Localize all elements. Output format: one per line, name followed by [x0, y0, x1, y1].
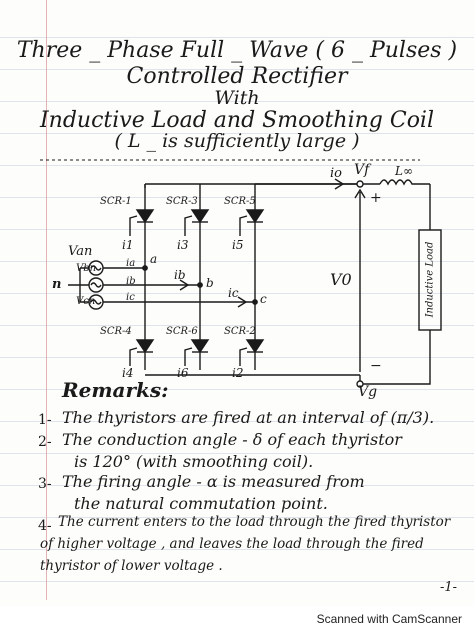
vbn-label: Vbn: [76, 263, 97, 274]
load-wire: [360, 184, 431, 385]
output-current-label: io: [330, 166, 342, 181]
title-line-5: ( L _ is sufficiently large ): [114, 130, 360, 152]
remark-3-line-2: the natural commutation point.: [74, 494, 328, 513]
leg-a: [135, 184, 155, 370]
inductor: [379, 179, 430, 186]
remark-3-number: 3-: [38, 476, 52, 492]
remark-4-line-1: The current enters to the load through t…: [58, 514, 451, 530]
node-a-label: a: [150, 252, 158, 266]
vg-label: Vg: [358, 384, 378, 400]
phase-current-ia: ia: [126, 258, 136, 269]
rectifier-circuit-diagram: [40, 159, 442, 388]
vcn-label: Vcn: [76, 296, 96, 307]
remark-1-number: 1-: [38, 412, 52, 428]
title-line-3: With: [214, 87, 260, 109]
leg-b: [190, 184, 210, 370]
load-label: Inductive Load: [424, 241, 436, 318]
title-line-1: Three _ Phase Full _ Wave ( 6 _ Pulses ): [16, 38, 458, 63]
page-number: -1-: [440, 580, 458, 595]
remark-4-line-3: thyristor of lower voltage .: [40, 558, 223, 574]
gate-i6-label: i6: [177, 366, 189, 380]
van-label: Van: [68, 244, 93, 259]
margin-line: [46, 0, 47, 600]
neutral-wire: [68, 267, 89, 303]
vo-label: V0: [330, 270, 352, 289]
scr-1-label: SCR-1: [100, 196, 132, 207]
remark-4-line-2: of higher voltage , and leaves the load …: [40, 536, 424, 552]
remark-2-number: 2-: [38, 434, 52, 450]
leg-c: [245, 184, 265, 370]
vf-label: Vf: [354, 162, 370, 178]
remark-4-number: 4-: [38, 518, 52, 534]
scr-3-label: SCR-3: [166, 196, 198, 207]
remark-3-line-1: The firing angle - α is measured from: [62, 472, 365, 491]
title-line-2: Controlled Rectifier: [126, 64, 348, 89]
scr-6-label: SCR-6: [166, 326, 198, 337]
line-current-ib: ib: [174, 268, 186, 282]
phase-current-ic: ic: [126, 292, 135, 303]
gate-arrows: [129, 215, 248, 366]
minus-sign: −: [370, 358, 382, 374]
scr-5-label: SCR-5: [224, 196, 256, 207]
scanner-watermark: Scanned with CamScanner: [316, 612, 462, 626]
neutral-label: n: [52, 277, 62, 292]
remark-2-line-2: is 120° (with smoothing coil).: [74, 452, 314, 471]
gate-i3-label: i3: [177, 238, 189, 252]
scanner-footer: [0, 606, 474, 632]
gate-i4-label: i4: [122, 366, 134, 380]
remark-2-line-1: The conduction angle - δ of each thyrist…: [62, 430, 402, 449]
io-arrow: [334, 178, 345, 190]
gate-i2-label: i2: [232, 366, 244, 380]
gate-i1-label: i1: [122, 238, 134, 252]
source-vbn: [88, 277, 104, 293]
scr-4-label: SCR-4: [100, 326, 132, 337]
inductor-label: L∞: [395, 164, 413, 178]
phase-arrows: [103, 267, 110, 303]
phase-current-ib: ib: [126, 276, 136, 287]
line-current-ic: ic: [228, 286, 239, 300]
line-current-arrows: [179, 279, 248, 308]
gate-i5-label: i5: [232, 238, 244, 252]
title-line-4: Inductive Load and Smoothing Coil: [39, 108, 435, 133]
scr-2-label: SCR-2: [224, 326, 256, 337]
node-c-label: c: [260, 292, 267, 306]
remark-1-line-1: The thyristors are fired at an interval …: [62, 408, 435, 427]
remarks-heading: Remarks:: [62, 378, 169, 402]
load-box: [418, 229, 442, 331]
node-b-label: b: [206, 276, 214, 290]
plus-sign: +: [370, 190, 382, 206]
vo-arrow: [354, 188, 366, 372]
